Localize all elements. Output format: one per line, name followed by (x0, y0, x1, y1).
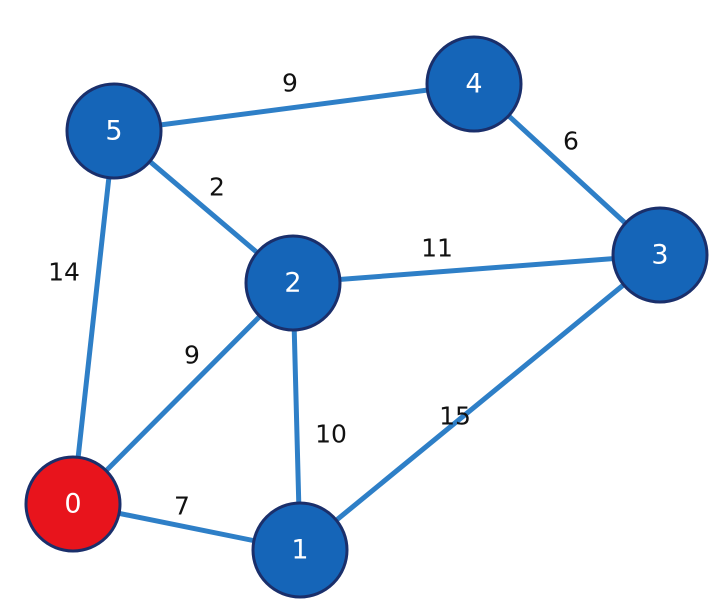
edge-weight-2-3: 11 (421, 234, 453, 263)
node-circle-1 (251, 501, 349, 599)
node-4: 4 (425, 35, 523, 133)
node-circle-0 (24, 455, 122, 553)
edge-5-4 (111, 81, 477, 134)
edge-weight-5-0: 14 (48, 258, 80, 287)
node-label-4: 4 (465, 69, 482, 100)
edge-weights-layer: 9 6 2 11 14 9 10 15 7 (48, 69, 579, 521)
node-3: 3 (611, 206, 709, 304)
node-1: 1 (251, 501, 349, 599)
edge-weight-5-4: 9 (282, 69, 298, 98)
node-circle-3 (611, 206, 709, 304)
edge-1-3 (297, 252, 663, 553)
edge-weight-0-1: 7 (174, 492, 190, 521)
node-label-3: 3 (651, 240, 668, 271)
node-circle-5 (65, 82, 163, 180)
node-label-1: 1 (291, 535, 308, 566)
edge-5-0 (70, 128, 117, 507)
node-circle-2 (244, 234, 342, 332)
edge-0-2 (70, 280, 296, 507)
node-2: 2 (244, 234, 342, 332)
node-label-5: 5 (105, 116, 122, 147)
node-label-2: 2 (284, 268, 301, 299)
edge-weight-0-2: 9 (184, 341, 200, 370)
node-label-0: 0 (64, 489, 81, 520)
node-circle-4 (425, 35, 523, 133)
edge-weight-4-3: 6 (563, 127, 579, 156)
nodes-layer: 0 1 2 3 4 5 (24, 35, 709, 599)
edge-weight-5-2: 2 (209, 173, 225, 202)
node-5: 5 (65, 82, 163, 180)
node-0: 0 (24, 455, 122, 553)
edge-weight-2-1: 10 (315, 420, 347, 449)
edge-weight-1-3: 15 (439, 402, 471, 431)
edge-2-3 (290, 252, 663, 286)
